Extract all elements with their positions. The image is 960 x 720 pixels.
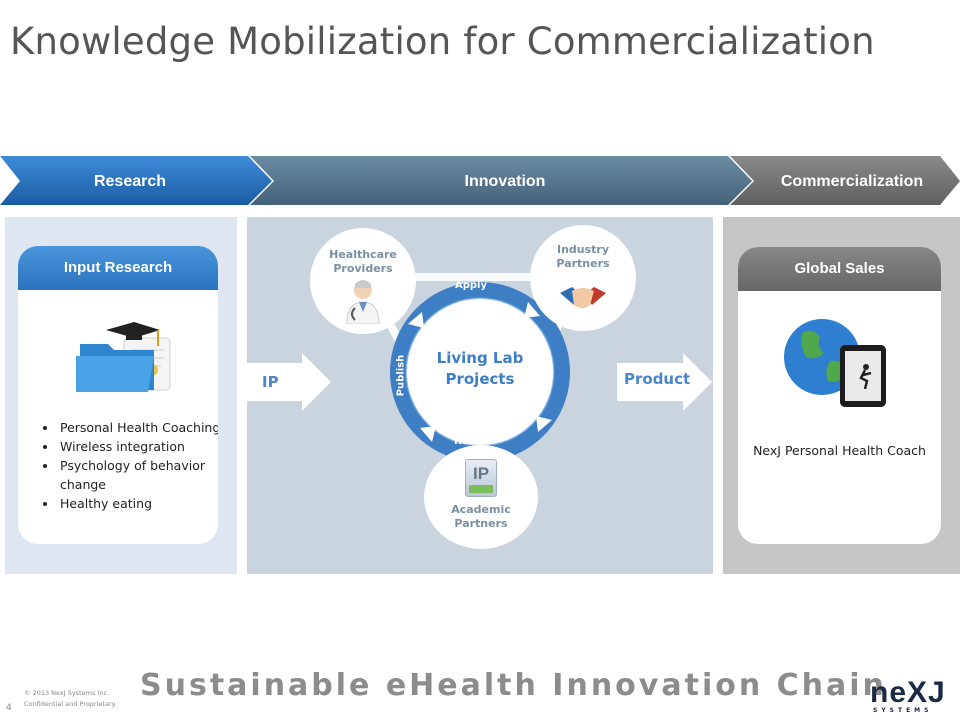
stage-label-innovation: Innovation — [464, 173, 546, 190]
cycle-step-apply: Apply — [455, 280, 488, 291]
healthcare-providers-node: Healthcare Providers — [310, 228, 416, 334]
ip-badge-text: IP — [472, 464, 490, 483]
nexj-logo-sub: SYSTEMS — [873, 707, 933, 714]
product-output-arrow — [617, 353, 712, 411]
innovation-chevron — [250, 156, 752, 205]
academic-partners-node: IP Academic Partners — [424, 445, 538, 549]
product-caption: NexJ Personal Health Coach — [753, 443, 926, 458]
input-research-card: Input Research Personal Health Coaching … — [18, 246, 218, 544]
healthcare-providers-label: Healthcare Providers — [329, 248, 397, 275]
industry-partners-label: Industry Partners — [556, 243, 610, 270]
doctor-icon — [346, 280, 380, 325]
list-item: Psychology of behavior change — [58, 456, 218, 494]
stage-label-commercialization: Commercialization — [780, 173, 924, 190]
ip-arrow-label: IP — [262, 373, 279, 391]
list-item: Wireless integration — [58, 437, 218, 456]
input-research-heading: Input Research — [18, 246, 218, 290]
stage-label-research: Research — [93, 173, 167, 190]
global-sales-heading: Global Sales — [738, 247, 941, 291]
ip-input-arrow — [247, 353, 331, 411]
ip-document-icon: IP — [465, 459, 497, 497]
product-arrow-label: Product — [624, 370, 691, 388]
living-lab-projects-label: Living Lab Projects — [436, 349, 524, 388]
globe-tablet-icon — [784, 319, 886, 407]
stage-chevrons — [0, 156, 960, 205]
industry-partners-node: Industry Partners — [530, 225, 636, 331]
research-chevron — [0, 156, 272, 205]
handshake-icon — [560, 287, 606, 308]
global-sales-card: Global Sales NexJ Personal Health Coach — [738, 247, 941, 544]
list-item: Personal Health Coaching — [58, 418, 218, 437]
nexj-logo: neXJ — [870, 676, 946, 709]
academic-partners-label: Academic Partners — [451, 503, 511, 530]
slide-title: Knowledge Mobilization for Commercializa… — [10, 20, 875, 63]
research-topic-list: Personal Health Coaching Wireless integr… — [18, 418, 218, 513]
cycle-step-publish: Publish — [395, 354, 407, 397]
folder-graduation-diploma-icon — [76, 322, 171, 392]
commercialization-chevron — [730, 156, 960, 205]
footer-tagline: Sustainable eHealth Innovation Chain — [140, 668, 887, 703]
page-number: 4 — [6, 703, 12, 713]
cycle-step-refine: Refine — [454, 436, 490, 447]
copyright-notice: © 2013 NexJ Systems Inc. Confidential an… — [24, 689, 117, 708]
list-item: Healthy eating — [58, 494, 218, 513]
living-lab-cycle — [390, 282, 570, 462]
